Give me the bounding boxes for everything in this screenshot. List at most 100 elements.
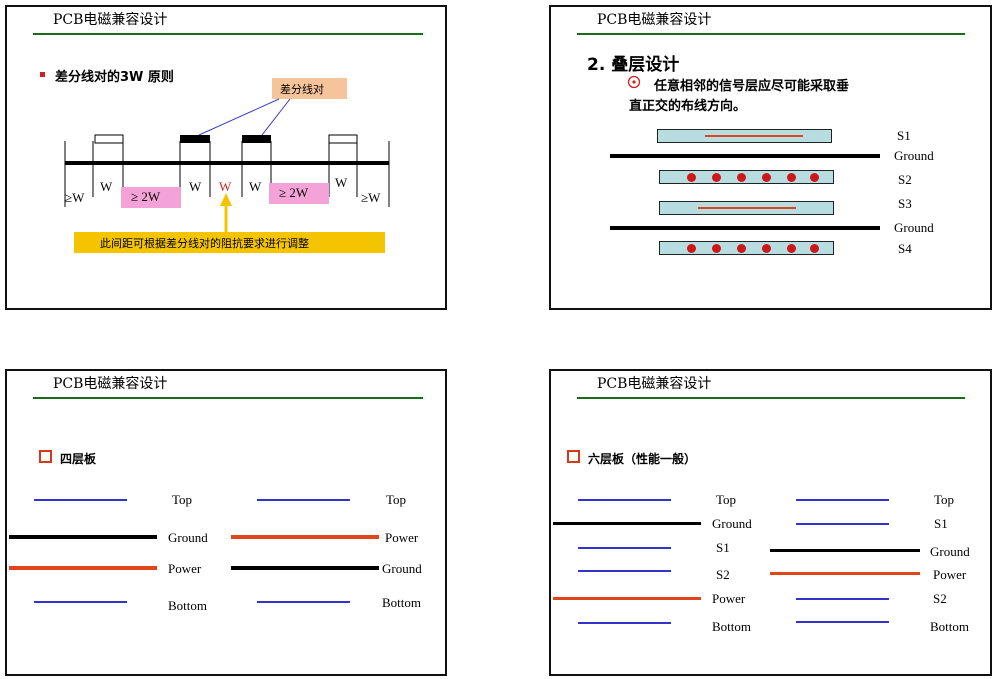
- layer-label-s1: S1: [897, 128, 911, 143]
- layer-line-s1: [796, 523, 889, 525]
- callout-box: [272, 78, 347, 99]
- layer-label-s2: S2: [933, 591, 947, 606]
- layer-line-ground: [231, 566, 379, 570]
- adjust-arrow-head: [220, 193, 232, 206]
- via-dot: [787, 173, 796, 182]
- slide-header: PCB电磁兼容设计: [597, 376, 712, 392]
- bullet-marker: [39, 450, 52, 463]
- body-text-line2: 直正交的布线方向。: [629, 99, 747, 114]
- diff-trace-p: [180, 135, 210, 143]
- layer-line-bottom: [578, 622, 671, 624]
- layer-line-s2: [796, 598, 889, 600]
- layer-label-bottom: Bottom: [168, 598, 208, 613]
- layer-line-ground: [553, 522, 701, 525]
- layer-line-s2: [578, 570, 671, 572]
- via-dot: [737, 244, 746, 253]
- label-pink-left: ≥ 2W: [131, 189, 161, 204]
- slide-header: PCB电磁兼容设计: [53, 376, 168, 392]
- via-dot: [810, 244, 819, 253]
- layer-label-s4: S4: [898, 241, 912, 256]
- layer-line-top: [796, 499, 889, 501]
- diff-trace-n: [242, 135, 271, 143]
- neighbor-trace-left: [94, 134, 124, 144]
- layer-label-top: Top: [386, 492, 407, 507]
- bullet-text: 四层板: [60, 452, 97, 466]
- pink-box-left: [121, 187, 181, 208]
- slide-title: 2. 叠层设计: [587, 55, 680, 75]
- layer-label-s1: S1: [934, 516, 948, 531]
- layer-label-ground-1: Ground: [894, 148, 934, 163]
- header-rule: [33, 397, 423, 399]
- slide-header: PCB电磁兼容设计: [53, 12, 168, 28]
- label-gew-right: ≥W: [361, 190, 381, 205]
- layer-line-bottom: [34, 601, 127, 603]
- layer-line-top: [578, 499, 671, 501]
- label-pink-right: ≥ 2W: [279, 185, 309, 200]
- note-box: [74, 232, 385, 253]
- callout-pointer-right: [261, 98, 291, 136]
- callout-text: 差分线对: [280, 83, 324, 96]
- callout-pointer-left: [198, 98, 280, 136]
- layer-label-power: Power: [168, 561, 202, 576]
- layer-label-s2: S2: [716, 567, 730, 582]
- label-gew-left: ≥W: [65, 190, 85, 205]
- label-w: W: [249, 179, 262, 194]
- via-dot: [712, 244, 721, 253]
- trace-s3: [698, 207, 796, 209]
- layer-line-ground: [9, 535, 157, 539]
- via-dot: [787, 244, 796, 253]
- label-w: W: [335, 175, 348, 190]
- header-rule: [33, 33, 423, 35]
- bullet-text: 差分线对的3W 原则: [55, 70, 174, 85]
- layer-line-bottom: [796, 621, 889, 623]
- target-icon: [627, 75, 641, 89]
- neighbor-trace-right: [328, 134, 358, 144]
- slide-four-layer-board: PCB电磁兼容设计 四层板 Top Ground Power Bottom To…: [5, 369, 447, 676]
- slide-six-layer-board: PCB电磁兼容设计 六层板（性能一般） Top Ground S1 S2 Pow…: [549, 369, 992, 676]
- via-dot: [810, 173, 819, 182]
- layer-label-bottom: Bottom: [382, 595, 422, 610]
- layer-line-bottom: [257, 601, 350, 603]
- header-rule: [577, 397, 965, 399]
- body-text-line1: 任意相邻的信号层应尽可能采取垂: [654, 79, 850, 94]
- via-dot: [762, 244, 771, 253]
- label-w: W: [189, 179, 202, 194]
- layer-line-ground: [770, 549, 920, 552]
- layer-label-top: Top: [716, 492, 737, 507]
- label-w-red: W: [219, 179, 232, 194]
- layer-line-power: [770, 572, 920, 575]
- bullet-marker: [40, 72, 45, 77]
- layer-label-bottom: Bottom: [712, 619, 752, 634]
- layer-label-ground: Ground: [712, 516, 752, 531]
- slide-header: PCB电磁兼容设计: [597, 12, 712, 28]
- layer-label-top: Top: [934, 492, 955, 507]
- trace-s1: [705, 135, 803, 137]
- note-text: 此间距可根据差分线对的阻抗要求进行调整: [100, 237, 309, 250]
- layer-label-bottom: Bottom: [930, 619, 970, 634]
- via-dot: [737, 173, 746, 182]
- layer-label-ground: Ground: [930, 544, 970, 559]
- layer-label-ground: Ground: [168, 530, 208, 545]
- ground-plane-2: [610, 226, 880, 230]
- layer-line-top: [34, 499, 127, 501]
- layer-s2: [659, 170, 834, 184]
- layer-label-s3: S3: [898, 196, 912, 211]
- layer-label-s2: S2: [898, 172, 912, 187]
- layer-label-s1: S1: [716, 540, 730, 555]
- bullet-text: 六层板（性能一般）: [588, 452, 697, 466]
- layer-label-power: Power: [933, 567, 967, 582]
- header-rule: [577, 33, 965, 35]
- layer-line-power: [9, 566, 157, 570]
- label-w: W: [100, 179, 113, 194]
- layer-s4: [659, 241, 834, 255]
- ground-plane-1: [610, 154, 880, 158]
- slide-diff-pair-3w: PCB电磁兼容设计 差分线对的3W 原则 差分线对 ≥W W ≥ 2: [5, 5, 447, 310]
- via-dot: [687, 173, 696, 182]
- layer-line-s1: [578, 547, 671, 549]
- via-dot: [712, 173, 721, 182]
- layer-label-ground-2: Ground: [894, 220, 934, 235]
- layer-line-top: [257, 499, 350, 501]
- layer-label-power: Power: [712, 591, 746, 606]
- diff-pair-diagram: [64, 98, 390, 237]
- via-dot: [687, 244, 696, 253]
